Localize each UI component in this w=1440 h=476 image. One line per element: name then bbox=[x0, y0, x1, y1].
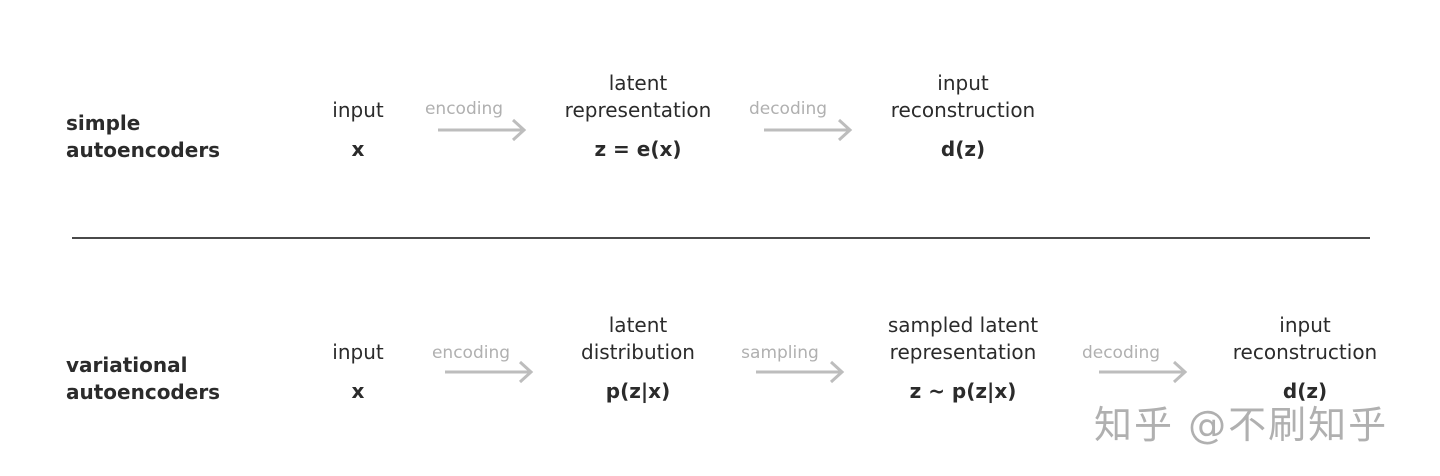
variational-output-node: input reconstruction d(z) bbox=[1195, 312, 1415, 403]
simple-latent-title1: latent bbox=[608, 71, 668, 95]
variational-sampling-arrow bbox=[756, 360, 845, 384]
simple-decoding-label: decoding bbox=[748, 99, 828, 119]
variational-encoding-arrow bbox=[445, 360, 534, 384]
variational-sampled-node: sampled latent representation z ~ p(z|x) bbox=[853, 312, 1073, 403]
simple-autoencoders-label: simple autoencoders bbox=[66, 110, 220, 164]
section-divider bbox=[72, 237, 1370, 239]
variational-input-title: input bbox=[332, 340, 384, 364]
simple-input-node: input x bbox=[248, 97, 468, 161]
simple-encoding-arrow bbox=[438, 118, 527, 142]
variational-input-math: x bbox=[351, 379, 365, 403]
simple-input-title: input bbox=[332, 98, 384, 122]
variational-sampled-title1: sampled latent bbox=[887, 313, 1039, 337]
simple-label-line2: autoencoders bbox=[66, 138, 221, 162]
simple-output-node: input reconstruction d(z) bbox=[853, 70, 1073, 161]
simple-decoding-arrow bbox=[764, 118, 853, 142]
variational-output-title1: input bbox=[1279, 313, 1331, 337]
simple-output-math: d(z) bbox=[940, 137, 986, 161]
variational-input-node: input x bbox=[248, 339, 468, 403]
simple-input-math: x bbox=[351, 137, 365, 161]
simple-encoding-label: encoding bbox=[424, 99, 504, 119]
variational-output-math: d(z) bbox=[1282, 379, 1328, 403]
variational-sampled-title2: representation bbox=[889, 340, 1037, 364]
simple-latent-title2: representation bbox=[564, 98, 712, 122]
simple-latent-math: z = e(x) bbox=[594, 137, 682, 161]
variational-label-line2: autoencoders bbox=[66, 380, 221, 404]
variational-latent-title2: distribution bbox=[581, 340, 695, 364]
variational-encoding-label: encoding bbox=[431, 343, 511, 363]
variational-sampling-label: sampling bbox=[741, 343, 819, 363]
simple-latent-node: latent representation z = e(x) bbox=[528, 70, 748, 161]
variational-sampled-math: z ~ p(z|x) bbox=[909, 379, 1017, 403]
variational-label-line1: variational bbox=[66, 353, 188, 377]
variational-latent-title1: latent bbox=[608, 313, 668, 337]
variational-output-title2: reconstruction bbox=[1232, 340, 1378, 364]
watermark: 知乎 @不刷知乎 bbox=[1094, 403, 1389, 447]
variational-decoding-label: decoding bbox=[1081, 343, 1161, 363]
simple-label-line1: simple bbox=[66, 111, 141, 135]
simple-output-title1: input bbox=[937, 71, 989, 95]
variational-autoencoders-label: variational autoencoders bbox=[66, 352, 220, 406]
variational-decoding-arrow bbox=[1099, 360, 1188, 384]
simple-output-title2: reconstruction bbox=[890, 98, 1036, 122]
variational-latent-math: p(z|x) bbox=[605, 379, 671, 403]
variational-latent-node: latent distribution p(z|x) bbox=[528, 312, 748, 403]
